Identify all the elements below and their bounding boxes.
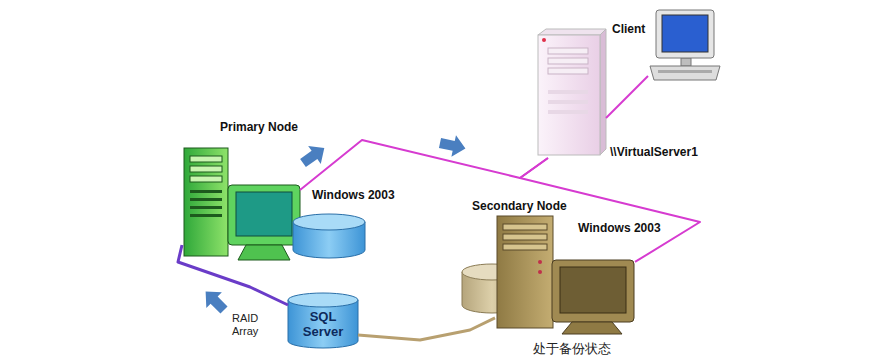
status-label: 处于备份状态 [533,341,611,357]
network-link [606,76,648,118]
secondary-node: Secondary NodeWindows 2003 [495,215,635,337]
sql-server-node: SQL Server [288,293,358,348]
flow-arrow [198,284,232,318]
flow-arrow [438,132,468,159]
raid-array-cylinder [288,293,358,348]
node-text: SQL Server [295,309,351,339]
node-heading: Primary Node [220,120,298,134]
storage-link [178,245,288,305]
raid-label: RAID Array [232,312,266,338]
storage-link [358,318,495,340]
node-heading: Secondary Node [472,199,567,213]
primary-node: Primary NodeWindows 2003 [182,148,300,262]
network-link [300,140,548,190]
flow-arrow [297,139,331,172]
client-node: Client [648,8,722,82]
node-heading: \\VirtualServer1 [610,145,698,159]
virtual-server-tower [538,29,606,155]
virtual-server-node: \\VirtualServer1 [533,28,606,158]
client-computer [650,10,720,80]
node-heading: Windows 2003 [578,221,661,235]
node-heading: Client [612,22,645,36]
primary-node-computer [184,148,365,260]
node-heading: Windows 2003 [312,188,395,202]
